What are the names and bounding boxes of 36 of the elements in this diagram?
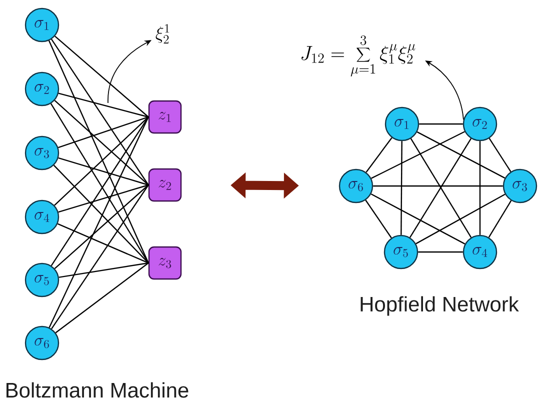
connection-line — [58, 184, 149, 213]
connection-line — [51, 184, 149, 330]
unit-box: $z_1$ — [148, 100, 182, 134]
connection-line — [488, 200, 512, 238]
connection-line — [48, 40, 149, 264]
connection-line — [54, 100, 149, 186]
unit-box: $z_2$ — [148, 168, 182, 202]
network-caption: Hopfield Network — [360, 296, 519, 316]
connection-line — [55, 262, 149, 334]
connection-line — [488, 138, 512, 172]
connection-line — [418, 251, 463, 253]
connection-line — [54, 116, 149, 206]
unit-box: $z_3$ — [148, 246, 182, 280]
connection-line — [58, 92, 149, 118]
connection-line — [50, 38, 149, 186]
connection-line — [53, 164, 149, 264]
connection-line — [416, 131, 506, 179]
connection-line — [54, 184, 149, 270]
connection-line — [371, 131, 465, 179]
connection-line — [57, 223, 149, 264]
connection-line — [419, 123, 463, 125]
formula: $J_{12}=\sum_{\mu=1}^{3}\xi_1^{\mu}\xi_2^{\mu}$ — [302, 35, 416, 76]
connection-line — [58, 262, 148, 278]
connection-line — [48, 116, 149, 328]
connection-line — [479, 141, 481, 235]
connection-line — [370, 194, 466, 244]
connection-line — [58, 116, 149, 148]
connection-line — [373, 185, 503, 187]
connection-line — [400, 141, 402, 235]
connection-line — [58, 157, 149, 186]
connection-line — [365, 200, 392, 238]
formula: $\xi_2^1$ — [156, 24, 170, 44]
connection-line — [366, 137, 392, 173]
connection-line — [54, 36, 149, 118]
connection-line — [416, 194, 506, 244]
network-caption: Boltzmann Machine — [6, 382, 188, 398]
